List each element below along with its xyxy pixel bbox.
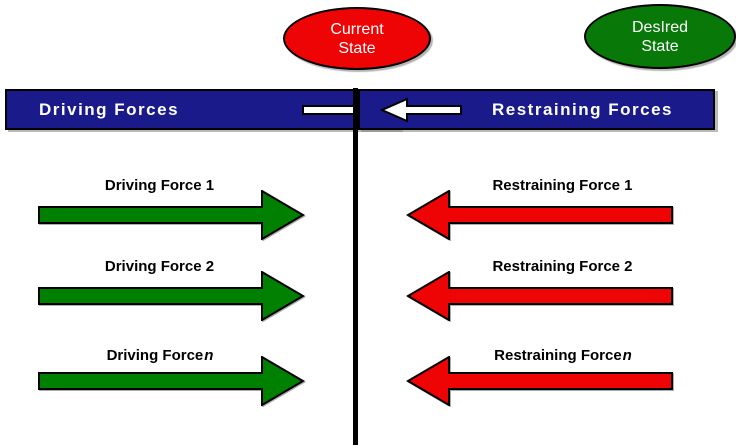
driving-force-1-text: Driving Force 1 — [104, 177, 215, 194]
driving-force-1-arrow — [38, 190, 305, 240]
desired-state-label: DesIred State — [631, 18, 689, 55]
restraining-force-2-arrow — [406, 271, 673, 321]
desired-state-ellipse: DesIred State — [584, 4, 736, 69]
driving-force-1-label: Driving Force 1 — [40, 177, 280, 194]
restraining-forces-header-bar: Restraining Forces — [358, 89, 715, 130]
restraining-force-n-arrow — [406, 356, 673, 406]
restraining-force-1-label: Restraining Force 1 — [443, 177, 683, 194]
driving-force-2-label: Driving Force 2 — [40, 258, 280, 275]
driving-force-n-arrow — [38, 356, 305, 406]
restraining-forces-header-label: Restraining Forces — [492, 99, 673, 119]
driving-forces-header-label: Driving Forces — [39, 99, 180, 119]
current-state-ellipse: Current State — [283, 7, 431, 70]
driving-force-2-text: Driving Force 2 — [104, 258, 215, 275]
restraining-force-n-suffix: n — [622, 347, 632, 364]
restraining-force-1-text: Restraining Force 1 — [492, 177, 633, 194]
driving-force-2-arrow — [38, 271, 305, 321]
driving-force-n-suffix: n — [204, 347, 214, 364]
restraining-force-n-label: Restraining Forcen — [443, 347, 683, 364]
restraining-force-2-label: Restraining Force 2 — [443, 258, 683, 275]
restraining-force-1-arrow — [406, 190, 673, 240]
divider-line — [353, 88, 358, 445]
current-state-label: Current State — [330, 20, 384, 57]
restraining-force-n-text: Restraining Force — [494, 347, 622, 364]
driving-force-n-label: Driving Forcen — [40, 347, 280, 364]
driving-force-n-text: Driving Force — [106, 347, 204, 364]
restraining-force-2-text: Restraining Force 2 — [492, 258, 633, 275]
driving-forces-header-bar: Driving Forces — [5, 89, 400, 130]
arrow-left-icon — [380, 96, 462, 123]
